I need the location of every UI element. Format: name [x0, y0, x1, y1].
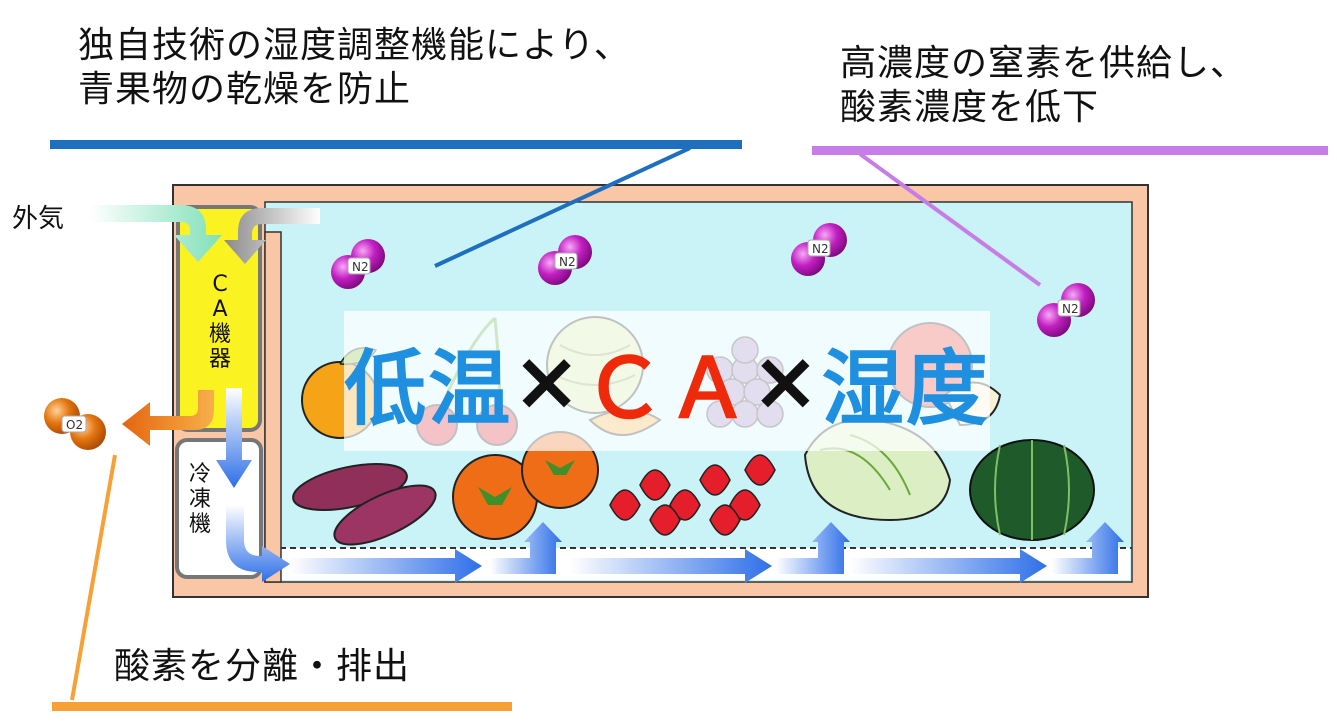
banner-low-temp: 低温: [344, 341, 513, 437]
ca-unit-char: 器: [208, 347, 231, 372]
n2-label: N2: [812, 242, 829, 256]
freezer-char: 冷: [188, 462, 211, 487]
oxygen-caption: 酸素を分離・排出: [114, 646, 411, 687]
freezer-label: 冷 凍 機: [185, 462, 215, 537]
o2-exhaust-arrow: [122, 390, 214, 446]
nitrogen-caption: 高濃度の窒素を供給し、 酸素濃度を低下: [840, 42, 1247, 130]
n2-molecule: N2: [1037, 283, 1095, 337]
n2-label: N2: [559, 255, 576, 269]
n2-molecule: N2: [538, 235, 592, 285]
banner-times-1: ×: [512, 333, 583, 429]
equipment-divider: [264, 231, 282, 583]
nitrogen-pointer-line: [858, 152, 1042, 287]
n2-molecule: N2: [791, 223, 847, 276]
nitrogen-caption-line1: 高濃度の窒素を供給し、: [840, 43, 1248, 84]
freezer-char: 機: [188, 512, 211, 537]
nitrogen-caption-underline: [812, 146, 1328, 155]
low-temp-ca-humidity-banner: 低温 × ＣＡ × 湿度: [344, 311, 990, 451]
ca-to-freezer-arrow: [216, 388, 252, 488]
banner-ca: ＣＡ: [582, 341, 751, 437]
humidity-caption-underline: [50, 140, 742, 149]
ca-unit-char: 機: [208, 322, 231, 347]
ca-unit-char: C: [212, 272, 228, 297]
o2-label: O2: [66, 418, 83, 432]
floor-airflow-arrows: [290, 522, 1124, 583]
oxygen-caption-underline: [52, 702, 512, 711]
n2-molecule: N2: [331, 239, 385, 289]
nitrogen-caption-line2: 酸素濃度を低下: [840, 87, 1100, 128]
humidity-pointer-line: [434, 146, 691, 268]
humidity-caption-line1: 独自技術の湿度調整機能により、: [78, 25, 631, 66]
return-air-arrow: [224, 208, 320, 264]
n2-label: N2: [1062, 302, 1079, 316]
freezer-to-floor-arrow: [226, 505, 290, 582]
strawberry-icon: [609, 454, 776, 536]
n2-label: N2: [352, 260, 369, 274]
ca-unit-box: [176, 205, 262, 432]
outside-air-arrow: [90, 205, 222, 262]
banner-times-2: ×: [751, 333, 822, 429]
o2-molecule: O2: [44, 398, 106, 450]
ca-unit-label: C A 機 器: [205, 272, 235, 372]
oxygen-pointer-line: [70, 454, 117, 701]
ca-unit-char: A: [212, 297, 228, 322]
banner-humidity: 湿度: [821, 341, 990, 437]
freezer-char: 凍: [188, 487, 211, 512]
pumpkin-icon: [969, 439, 1095, 541]
humidity-caption-line2: 青果物の乾燥を防止: [78, 69, 412, 110]
persimmon-icon: [452, 431, 599, 540]
humidity-caption: 独自技術の湿度調整機能により、 青果物の乾燥を防止: [78, 24, 631, 112]
outside-air-label: 外気: [12, 204, 65, 234]
sweet-potato-icon: [292, 463, 437, 546]
